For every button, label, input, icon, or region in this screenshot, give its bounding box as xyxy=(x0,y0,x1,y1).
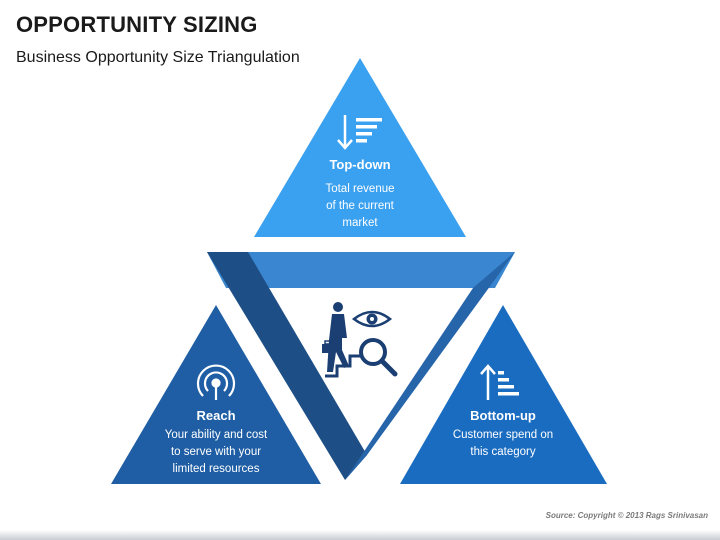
source-citation: Source: Copyright © 2013 Rags Srinivasan xyxy=(545,511,708,520)
top-down-heading: Top-down xyxy=(329,157,391,172)
bottom-up-description: Customer spend on this category xyxy=(452,429,554,458)
triangle-top-down xyxy=(254,58,466,237)
reach-description: Your ability and cost to serve with your… xyxy=(164,429,268,475)
page-subtitle: Business Opportunity Size Triangulation xyxy=(16,49,300,66)
sort-descending-icon xyxy=(337,115,382,150)
sort-ascending-icon xyxy=(480,364,519,400)
frame-left-bar xyxy=(207,252,367,480)
reach-heading: Reach xyxy=(196,408,236,423)
bottom-up-heading: Bottom-up xyxy=(470,408,536,423)
frame-top-bar xyxy=(207,252,515,288)
top-down-description: Total revenue of the current market xyxy=(325,183,395,229)
bottom-gradient-bar xyxy=(0,530,720,540)
businessman-climbing-with-magnifier-and-eye-icon xyxy=(322,302,398,378)
frame-right-bar xyxy=(345,252,515,480)
page-title: OPPORTUNITY SIZING xyxy=(16,12,258,37)
broadcast-antenna-icon xyxy=(196,364,236,400)
